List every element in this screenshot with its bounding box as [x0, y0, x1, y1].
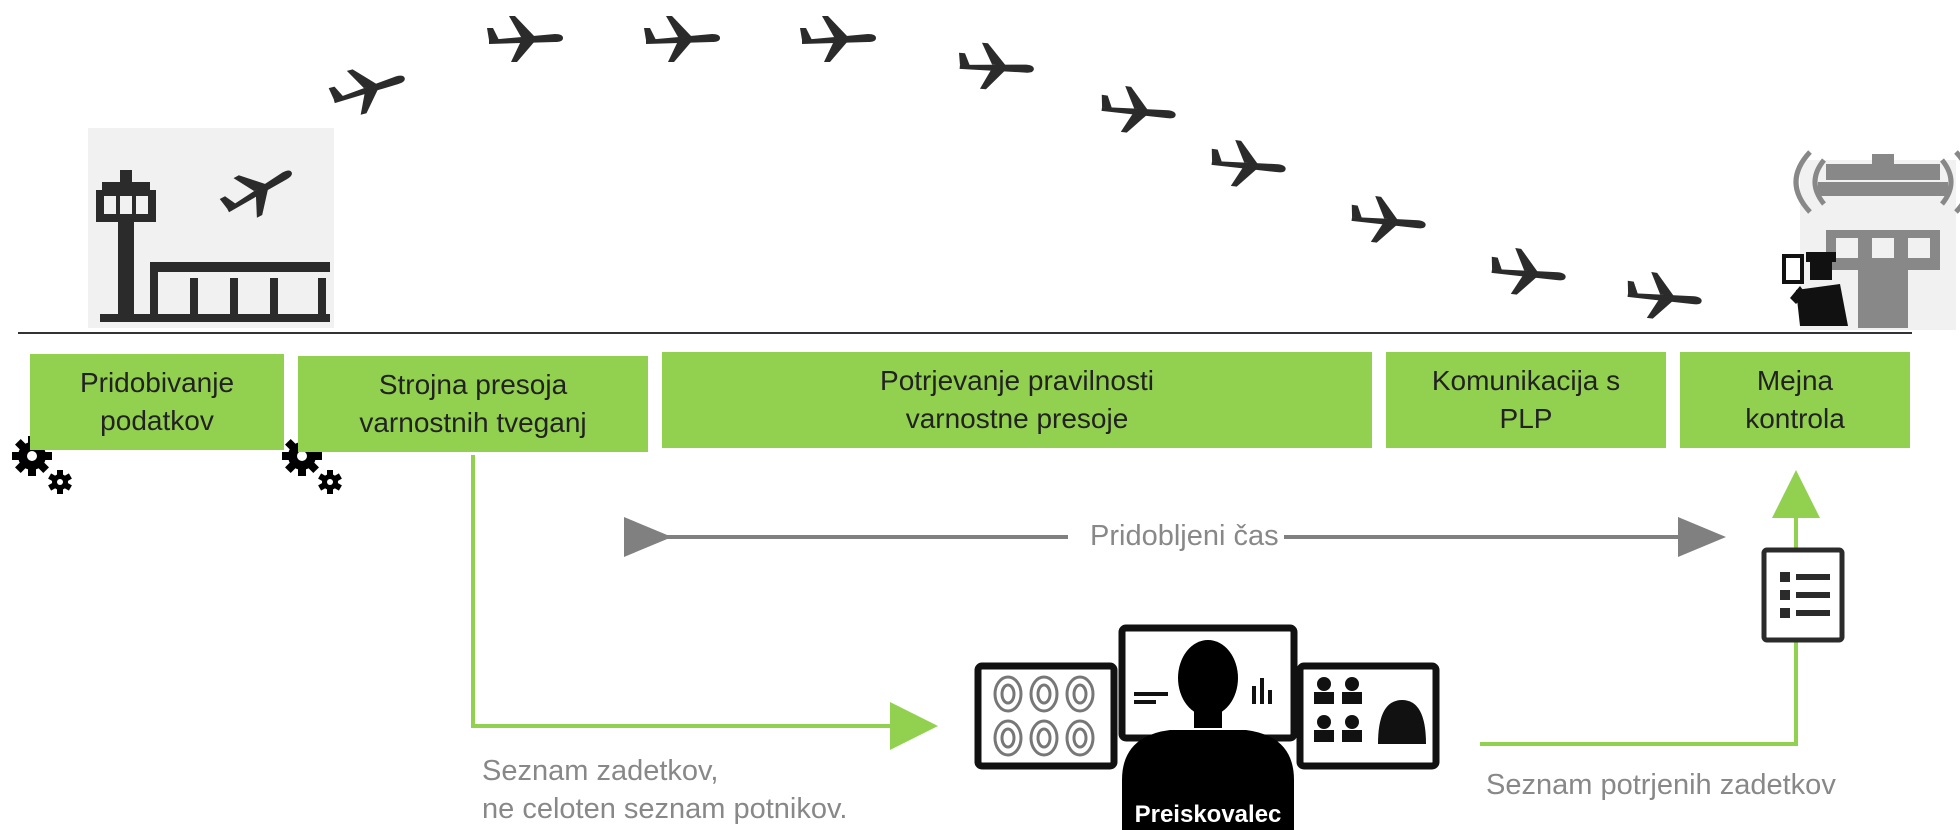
airplane-icon — [954, 35, 1039, 98]
stage-assessment-validation: Potrjevanje pravilnosti varnostne presoj… — [662, 352, 1372, 448]
airplane-icon — [1620, 263, 1707, 330]
airplane-icon — [1484, 239, 1571, 306]
analyst-workstation-icon — [974, 624, 1440, 830]
border-officer-icon — [1782, 252, 1848, 326]
stage-automated-risk-assessment: Strojna presoja varnostnih tveganj — [298, 356, 648, 452]
hits-flow-arrow — [471, 455, 938, 750]
airplane-icon — [798, 10, 878, 66]
confirmed-flow-arrow — [1480, 470, 1820, 746]
airplane-icon — [485, 10, 565, 66]
airplane-icon — [1344, 187, 1431, 254]
airplane-icon — [1204, 131, 1291, 198]
gained-time-label: Pridobljeni čas — [1090, 520, 1279, 552]
analyst-label: Preiskovalec — [1134, 801, 1282, 828]
stage-label: Strojna presoja varnostnih tveganj — [359, 369, 587, 438]
stage-pnr-communication: Komunikacija s PLP — [1386, 352, 1666, 448]
stage-label: Komunikacija s PLP — [1431, 365, 1621, 434]
confirmed-hits-label: Seznam potrjenih zadetkov — [1486, 769, 1836, 801]
airport-departure-icon — [88, 128, 334, 328]
stage-label: Mejna kontrola — [1745, 365, 1845, 434]
airplane-icon — [210, 146, 307, 233]
airplane-icon — [322, 51, 414, 126]
stage-label: Potrjevanje pravilnosti varnostne presoj… — [880, 365, 1154, 434]
stage-data-acquisition: Pridobivanje podatkov — [30, 354, 284, 450]
hits-list-label: Seznam zadetkov, ne celoten seznam potni… — [482, 755, 848, 825]
airplane-icon — [642, 10, 722, 66]
stage-label: Pridobivanje podatkov — [79, 367, 235, 436]
airplane-icon — [1094, 77, 1181, 144]
checklist-icon — [1761, 547, 1845, 643]
stage-border-control: Mejna kontrola — [1680, 352, 1910, 448]
